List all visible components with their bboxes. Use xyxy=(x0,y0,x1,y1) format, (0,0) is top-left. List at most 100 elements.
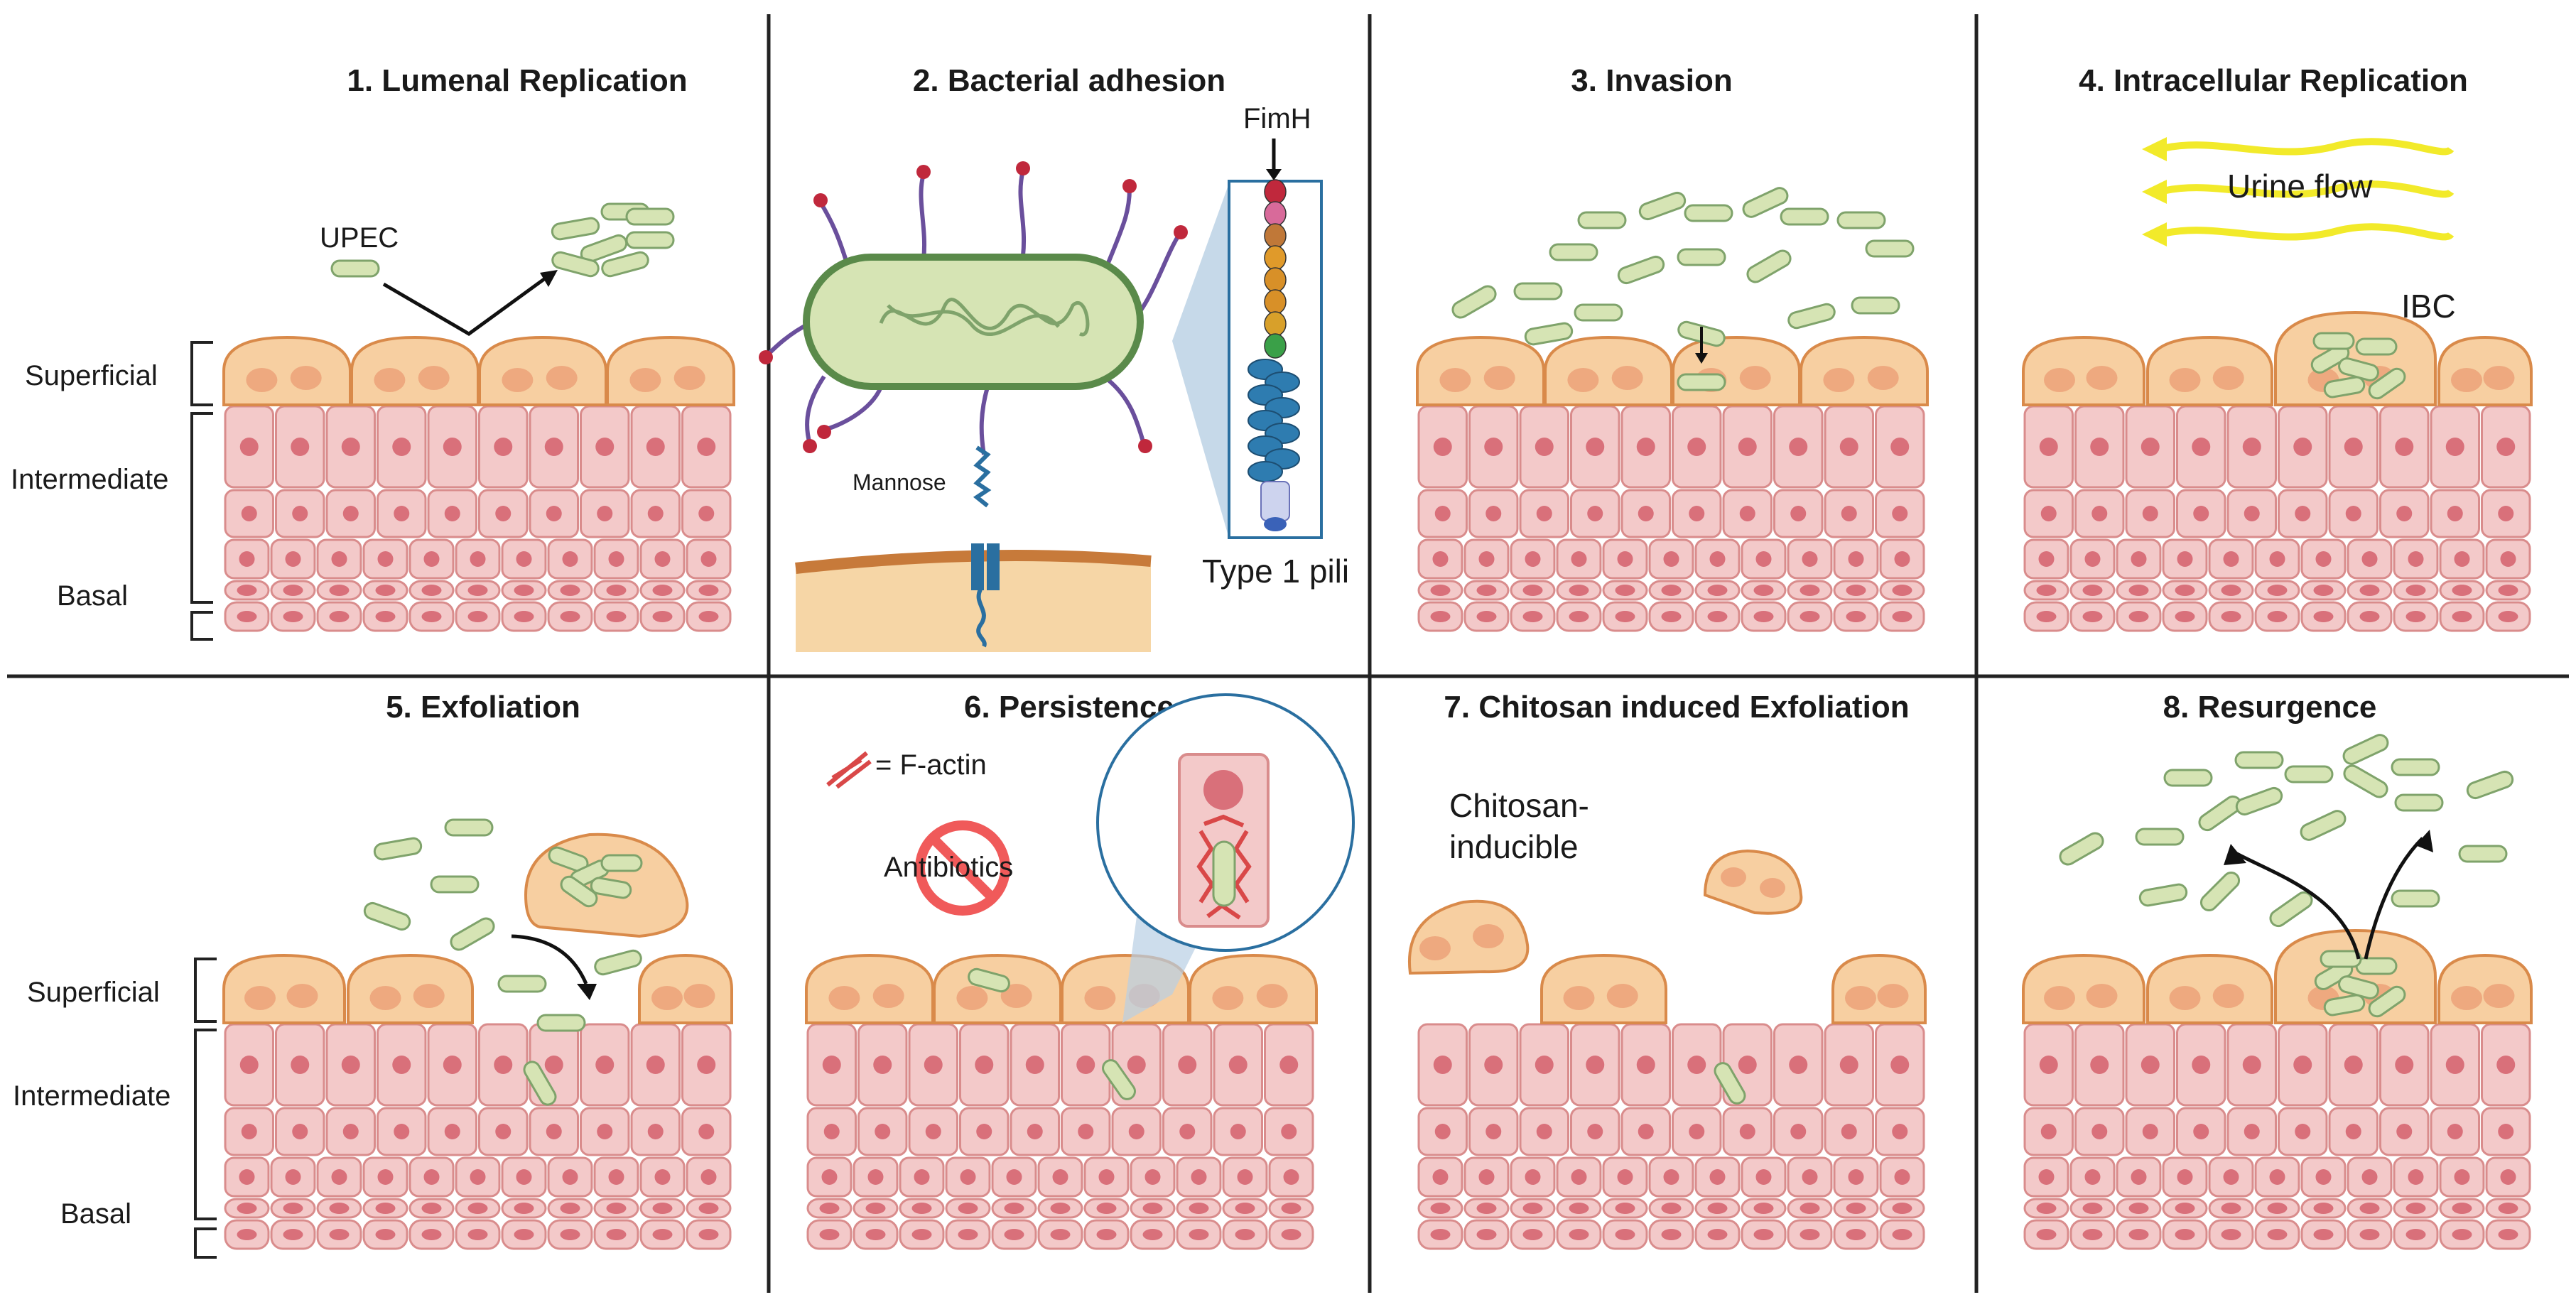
cell-nucleus xyxy=(2293,438,2312,456)
cell-nucleus xyxy=(822,1056,841,1074)
cell-nucleus xyxy=(2221,1229,2241,1240)
cell-nucleus xyxy=(1839,1056,1858,1074)
umbrella-cell xyxy=(2022,953,2145,1024)
umbrella-nucleus xyxy=(1567,368,1599,392)
umbrella-nucleus xyxy=(2044,368,2075,392)
cell-nucleus xyxy=(283,585,303,596)
upec-bacterium xyxy=(1714,1062,1746,1105)
cell-nucleus xyxy=(1739,1124,1755,1139)
upec-bacterium xyxy=(2368,985,2406,1018)
cell-nucleus xyxy=(375,1203,396,1214)
cell-nucleus xyxy=(925,1124,941,1139)
cell-nucleus xyxy=(2036,585,2057,596)
detached-umbrella-cell xyxy=(1408,899,1530,975)
cell-nucleus xyxy=(1689,506,1705,521)
cell-nucleus xyxy=(2267,585,2288,596)
cell-nucleus xyxy=(375,585,396,596)
cell-nucleus xyxy=(239,438,259,456)
pilus-subunits xyxy=(1248,179,1300,531)
cell-nucleus xyxy=(698,506,715,521)
umbrella-nucleus xyxy=(546,366,578,390)
cell-nucleus xyxy=(544,1056,563,1074)
umbrella-nucleus xyxy=(2451,368,2482,392)
zoomed-cell xyxy=(1178,753,1270,928)
cell-nucleus xyxy=(2395,1056,2414,1074)
cell-nucleus xyxy=(1142,1203,1163,1214)
cell-nucleus xyxy=(444,506,460,521)
urine-flow-label: Urine flow xyxy=(2227,168,2373,205)
cell-nucleus xyxy=(285,1169,301,1185)
cell-nucleus xyxy=(2498,1229,2518,1240)
cell-nucleus xyxy=(1281,1203,1301,1214)
cell-nucleus xyxy=(1189,1203,1209,1214)
cell-nucleus xyxy=(1484,438,1503,456)
cell-nucleus xyxy=(1536,506,1552,521)
detached-umbrella-cell xyxy=(1703,849,1803,915)
type1-pili-label: Type 1 pili xyxy=(1202,553,1349,590)
cell-nucleus xyxy=(331,1169,347,1185)
cell-nucleus xyxy=(652,611,673,622)
cell-nucleus xyxy=(1536,1124,1552,1139)
cell-nucleus xyxy=(654,1169,671,1185)
cell-nucleus xyxy=(1050,1203,1071,1214)
upec-bacterium xyxy=(594,949,642,976)
cell-nucleus xyxy=(911,1203,932,1214)
upec-bacterium xyxy=(2394,793,2444,812)
cell-nucleus xyxy=(2405,1229,2426,1240)
cell-nucleus xyxy=(1006,1169,1022,1185)
panel-3-details xyxy=(1451,187,1915,391)
cell-nucleus xyxy=(2295,506,2311,521)
cell-nucleus xyxy=(2038,1169,2055,1185)
upec-bacterium xyxy=(2269,891,2313,928)
umbrella-nucleus xyxy=(1611,366,1643,390)
panel-title-7: 7. Chitosan induced Exfoliation xyxy=(1444,690,1909,725)
cell-nucleus xyxy=(2452,611,2472,622)
cell-nucleus xyxy=(560,611,580,622)
upec-bacterium xyxy=(2135,828,2185,846)
cell-nucleus xyxy=(1615,585,1635,596)
pilus-subunit xyxy=(1264,289,1287,315)
cell-nucleus xyxy=(2242,438,2261,456)
cell-nucleus xyxy=(1846,585,1866,596)
cell-nucleus xyxy=(2498,1124,2514,1139)
upec-bacterium xyxy=(2323,994,2366,1016)
upec-bacterium xyxy=(1851,296,1900,315)
upec-bacterium xyxy=(2355,337,2398,356)
umbrella-nucleus xyxy=(2044,986,2075,1010)
cell-nucleus xyxy=(2244,1124,2260,1139)
umbrella-nucleus xyxy=(369,986,401,1010)
cell-nucleus xyxy=(1892,611,1912,622)
upec-bacterium xyxy=(1865,239,1915,258)
cell-nucleus xyxy=(1078,1124,1094,1139)
cell-nucleus xyxy=(606,1229,627,1240)
mannose-receptor xyxy=(971,445,1000,648)
cell-nucleus xyxy=(1841,1124,1857,1139)
cell-nucleus xyxy=(1430,1229,1451,1240)
layer-labels-top: Superficial Intermediate Basal xyxy=(11,341,213,641)
panel-title-2: 2. Bacterial adhesion xyxy=(913,63,1225,98)
cell-nucleus xyxy=(1586,1056,1605,1074)
cell-nucleus xyxy=(2244,506,2260,521)
cell-nucleus xyxy=(2396,506,2413,521)
cell-nucleus xyxy=(1800,1229,1820,1240)
cell-nucleus xyxy=(976,1124,992,1139)
cell-nucleus xyxy=(239,551,255,567)
epithelium-panel-4 xyxy=(2022,310,2533,632)
cell-nucleus xyxy=(2313,1203,2334,1214)
cell-nucleus xyxy=(2175,611,2195,622)
cell-nucleus xyxy=(823,1124,840,1139)
umbrella-nucleus xyxy=(244,986,276,1010)
cell-nucleus xyxy=(560,1203,580,1214)
cell-nucleus xyxy=(1430,1203,1451,1214)
umbrella-cell xyxy=(805,953,934,1024)
panel-5-details xyxy=(511,934,597,1000)
cell-nucleus xyxy=(606,585,627,596)
pilus-subunit xyxy=(1264,333,1287,359)
cell-nucleus xyxy=(514,611,534,622)
cell-nucleus xyxy=(597,1124,613,1139)
cell-nucleus xyxy=(2500,1169,2516,1185)
epithelium-panel-6 xyxy=(805,953,1318,1250)
epithelium-panel-8 xyxy=(2022,734,2533,1250)
cell-nucleus xyxy=(1237,1169,1253,1185)
